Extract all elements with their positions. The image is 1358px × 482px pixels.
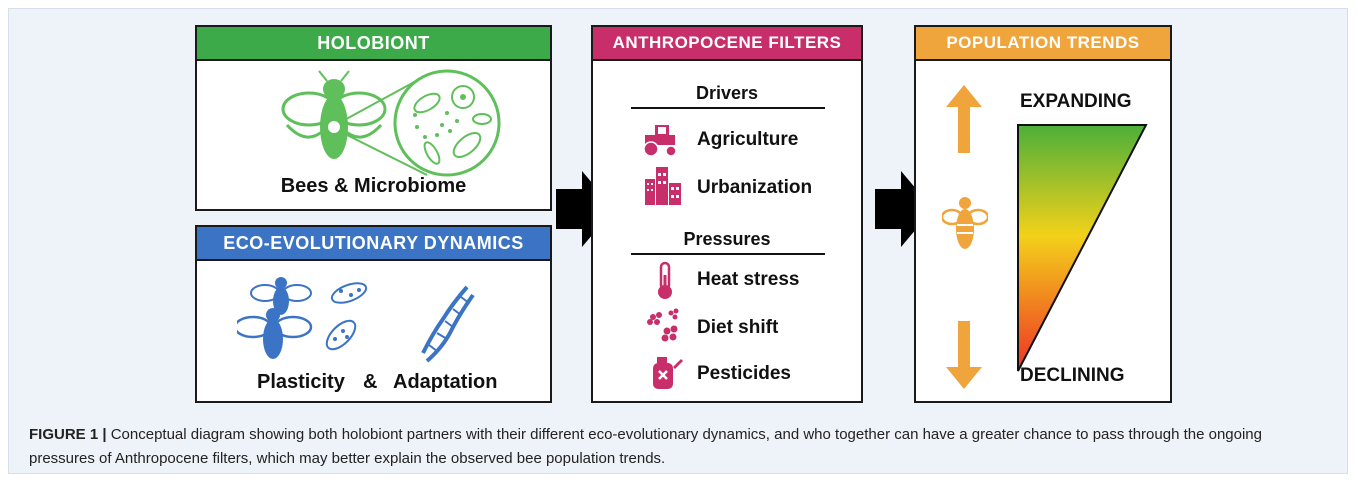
figure-caption-label: FIGURE 1 | bbox=[29, 426, 107, 443]
pressure-heat-stress-label: Heat stress bbox=[697, 269, 800, 290]
sprayer-icon bbox=[653, 357, 683, 389]
bee-icon bbox=[942, 197, 988, 249]
arrow-right-icon bbox=[875, 171, 933, 247]
filters-title: ANTHROPOCENE FILTERS bbox=[593, 27, 861, 61]
arrow-up-icon bbox=[946, 85, 982, 153]
eco-evolutionary-panel: ECO-EVOLUTIONARY DYNAMICS bbox=[195, 225, 552, 403]
flowers-icon bbox=[647, 308, 679, 342]
population-trends-panel: POPULATION TRENDS EXPANDING bbox=[914, 25, 1172, 403]
thermometer-icon bbox=[658, 261, 672, 299]
tractor-icon bbox=[643, 125, 677, 157]
figure-frame: HOLOBIONT bbox=[8, 8, 1348, 474]
holobiont-subtitle: Bees & Microbiome bbox=[280, 175, 467, 197]
driver-urbanization-label: Urbanization bbox=[697, 177, 813, 198]
trend-expanding-label: EXPANDING bbox=[1020, 91, 1132, 112]
pressure-pesticides-label: Pesticides bbox=[697, 363, 791, 384]
bees-microbes-dna-icon bbox=[237, 277, 475, 363]
figure-caption-text: Conceptual diagram showing both holobion… bbox=[29, 426, 1262, 467]
arrow-down-icon bbox=[946, 321, 982, 389]
trend-gradient-triangle bbox=[1017, 124, 1148, 372]
figure-caption: FIGURE 1 | Conceptual diagram showing bo… bbox=[29, 423, 1329, 471]
driver-agriculture-label: Agriculture bbox=[697, 129, 799, 150]
anthropocene-filters-panel: ANTHROPOCENE FILTERS Drivers Agriculture bbox=[591, 25, 863, 403]
eco-evolutionary-title: ECO-EVOLUTIONARY DYNAMICS bbox=[197, 227, 550, 261]
city-icon bbox=[645, 167, 681, 205]
eco-subtitle-adaptation: Adaptation bbox=[393, 371, 498, 393]
trends-title: POPULATION TRENDS bbox=[916, 27, 1170, 61]
bee-microbiome-icon bbox=[281, 69, 501, 177]
eco-subtitle-plasticity: Plasticity bbox=[257, 371, 345, 393]
trend-declining-label: DECLINING bbox=[1020, 365, 1125, 386]
pressure-diet-shift-label: Diet shift bbox=[697, 317, 779, 338]
holobiont-title: HOLOBIONT bbox=[197, 27, 550, 61]
pressures-divider bbox=[631, 253, 825, 255]
holobiont-panel: HOLOBIONT bbox=[195, 25, 552, 211]
eco-subtitle-amp: & bbox=[363, 371, 378, 393]
arrow-right-icon bbox=[556, 171, 614, 247]
drivers-divider bbox=[631, 107, 825, 109]
pressures-heading: Pressures bbox=[683, 229, 771, 249]
drivers-heading: Drivers bbox=[695, 83, 759, 103]
